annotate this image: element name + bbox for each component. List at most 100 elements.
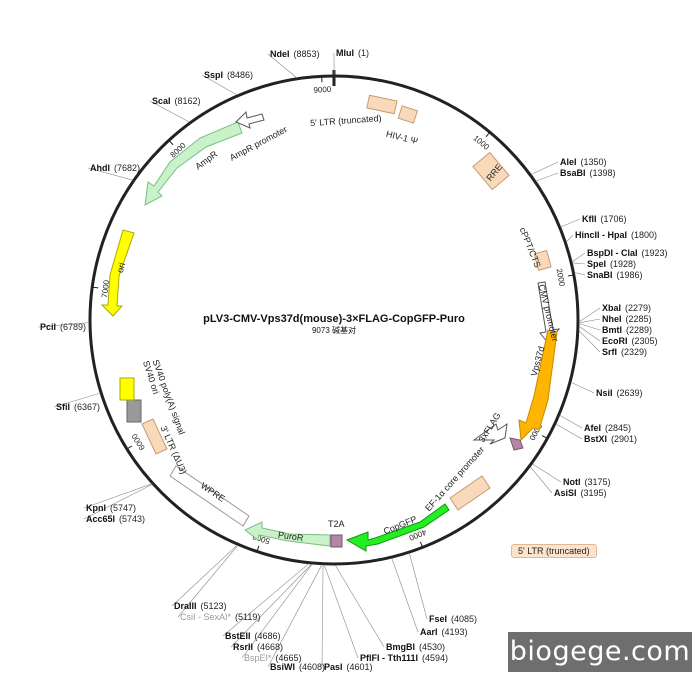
site-leader [321, 564, 324, 668]
site-position: (4530) [419, 642, 445, 652]
tick-mark [256, 545, 260, 552]
site-position: (8853) [294, 49, 320, 59]
restriction-site: BspEI*(4665) [244, 653, 302, 663]
tick-mark [567, 274, 574, 277]
site-leader [560, 218, 581, 228]
site-position: (2279) [625, 303, 651, 313]
feature-3xflag [509, 437, 524, 451]
site-position: (5743) [119, 514, 145, 524]
site-name: SfiI [56, 402, 70, 412]
restriction-site: SfiI(6367) [56, 402, 100, 412]
restriction-site: PasI(4601) [324, 662, 373, 672]
site-leader [177, 545, 239, 618]
site-name: SpeI [587, 259, 606, 269]
site-leader [334, 564, 385, 648]
site-leader [201, 74, 238, 96]
site-name: NotI [563, 477, 581, 487]
site-name: Acc65I [86, 514, 115, 524]
site-name: BspDI - ClaI [587, 248, 638, 258]
restriction-site: AsiSI(3195) [554, 488, 607, 498]
site-name: SspI [204, 70, 223, 80]
site-position: (1706) [601, 214, 627, 224]
site-leader [578, 323, 601, 331]
restriction-site: CsiI - SexAI*(5119) [180, 612, 260, 622]
site-name: BstXI [584, 434, 607, 444]
site-name: NsiI [596, 388, 613, 398]
feature-ampr-promoter [235, 110, 265, 129]
site-position: (2329) [621, 347, 647, 357]
site-name: FseI [429, 614, 447, 624]
site-position: (2639) [617, 388, 643, 398]
restriction-site: BstEII(4686) [225, 631, 281, 641]
site-name: AsiSI [554, 488, 577, 498]
site-leader [323, 564, 359, 659]
site-position: (1928) [610, 259, 636, 269]
restriction-site-labels: MluI(1)AleI(1350)BsaBI(1398)KflI(1706)Hi… [40, 48, 668, 672]
features [100, 94, 561, 552]
site-leader [83, 484, 153, 520]
site-position: (4665) [276, 653, 302, 663]
plasmid-title: pLV3-CMV-Vps37d(mouse)-3×FLAG-CopGFP-Pur… [203, 313, 465, 325]
site-leader [391, 558, 419, 633]
site-leader [578, 307, 601, 323]
restriction-site: XbaI(2279) [602, 303, 651, 313]
label-cppt: cPPT/CTS [518, 226, 543, 269]
site-position: (7682) [114, 163, 140, 173]
site-leader [530, 466, 553, 494]
site-leader [37, 322, 90, 328]
feature-hiv-psi [397, 105, 419, 124]
site-leader [532, 463, 562, 483]
site-position: (2901) [611, 434, 637, 444]
feature-copgfp [345, 503, 450, 552]
site-leader [572, 262, 586, 265]
restriction-site: DraIII(5123) [174, 601, 227, 611]
site-position: (5119) [235, 612, 260, 622]
restriction-site: HincII - HpaI(1800) [575, 230, 657, 240]
restriction-site: NotI (3175) [563, 477, 611, 487]
site-leader [578, 325, 601, 342]
restriction-site: EcoRI(2305) [602, 336, 658, 346]
site-name: AfeI [584, 423, 601, 433]
site-leader [555, 423, 583, 440]
ltr-callout: 5' LTR (truncated) [511, 544, 597, 558]
tick-mark [541, 435, 548, 439]
label-t2a: T2A [328, 519, 345, 529]
site-leader [566, 234, 574, 243]
feature-cmv-promoter [537, 281, 561, 344]
site-name: AarI [420, 627, 438, 637]
site-position: (8486) [227, 70, 253, 80]
site-leader [578, 318, 601, 324]
feature-wpre [169, 465, 250, 527]
restriction-site: BspDI - ClaI(1923) [587, 248, 668, 258]
site-leader [559, 415, 583, 429]
site-name: MluI [336, 48, 354, 58]
restriction-site: MluI(1) [336, 48, 369, 58]
restriction-site: BstXI (2901) [584, 434, 637, 444]
site-position: (4608) [299, 662, 325, 672]
site-leader-lines [37, 52, 601, 668]
label-puror: PuroR [277, 530, 304, 544]
site-name: RsrII [233, 642, 253, 652]
feature-ampr [144, 121, 243, 206]
tick-mark [485, 131, 491, 138]
site-position: (4193) [442, 627, 468, 637]
site-name: NdeI [270, 49, 290, 59]
site-name: HincII - HpaI [575, 230, 627, 240]
tick-mark [419, 541, 424, 548]
site-name: AhdI [90, 163, 110, 173]
site-position: (1398) [590, 168, 616, 178]
site-leader [53, 392, 101, 408]
site-position: (3175) [585, 477, 611, 487]
site-name: EcoRI [602, 336, 628, 346]
site-position: (2289) [626, 325, 652, 335]
restriction-site: AhdI (7682) [90, 163, 140, 173]
site-leader [409, 553, 428, 620]
restriction-site: SpeI (1928) [587, 259, 636, 269]
site-leader [267, 564, 323, 668]
site-name: PciI [40, 322, 56, 332]
restriction-site: SrfI(2329) [602, 347, 647, 357]
site-name: KpnI [86, 503, 106, 513]
site-name: BsiWI [270, 662, 295, 672]
site-leader [87, 167, 133, 181]
